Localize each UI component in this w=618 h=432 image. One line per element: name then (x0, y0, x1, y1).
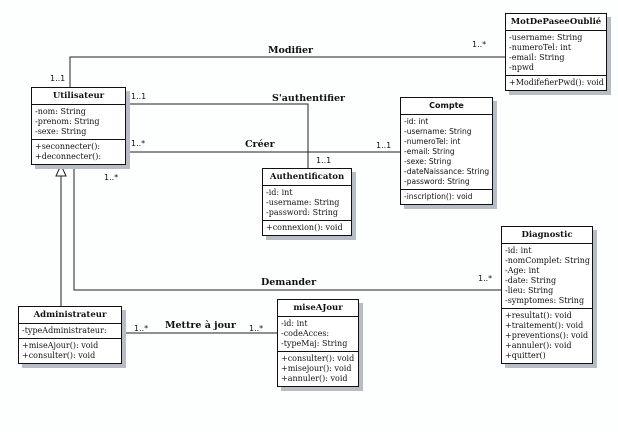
method: +traitement(): void (505, 321, 584, 330)
class-utilisateur[interactable]: Utilisateur -nom: String -prenom: String… (31, 87, 126, 165)
attribute: -username: String (404, 127, 472, 136)
method-list: +resultat(): void +traitement(): void +p… (502, 308, 592, 363)
method-list: -inscription(): void (401, 189, 492, 204)
attribute: -numeroTel: int (404, 137, 461, 146)
attribute: -sexe: String (35, 127, 87, 136)
attribute: -numeroTel: int (509, 43, 572, 52)
attribute: -prenom: String (35, 117, 100, 126)
attribute: -nom: String (35, 107, 86, 116)
attribute: -password: String (404, 177, 470, 186)
attribute: -date: String (505, 276, 557, 285)
attribute-list: -id: int -nomComplet: String -Age: int -… (502, 244, 592, 308)
class-name: Administrateur (19, 307, 121, 324)
attribute: -username: String (509, 33, 583, 42)
attribute: -dateNaissance: String (404, 167, 490, 176)
attribute-list: -username: String -numeroTel: int -email… (506, 31, 606, 75)
class-diagnostic[interactable]: Diagnostic -id: int -nomComplet: String … (501, 226, 593, 364)
method: +seconnecter(): (35, 142, 101, 151)
attribute: -id: int (505, 246, 532, 255)
method: +annuler(): void (281, 374, 348, 383)
attribute: -email: String (404, 147, 455, 156)
method: +consulter(): void (22, 351, 96, 360)
method: +resultat(): void (505, 311, 572, 320)
multiplicity-auth-user: 1..1 (131, 92, 147, 101)
method: -inscription(): void (404, 192, 473, 201)
class-motdepaseeoublie[interactable]: MotDePaseeOublié -username: String -nume… (505, 13, 607, 91)
method-list: +ModifefierPwd(): void (506, 75, 606, 90)
demander-line (73, 164, 501, 291)
generalization-arrowhead (55, 163, 67, 177)
method: +miseAjour(): void (22, 341, 99, 350)
attribute: -typeMaj: String (281, 339, 348, 348)
class-name: Utilisateur (32, 88, 125, 105)
method: +deconnecter(): (35, 152, 102, 161)
attribute: -email: String (509, 53, 565, 62)
mettre-a-jour-label: Mettre à jour (165, 320, 236, 331)
method-list: +miseAjour(): void +consulter(): void (19, 338, 121, 363)
modifier-label: Modifier (268, 45, 314, 56)
attribute: -password: String (266, 208, 339, 217)
attribute: -id: int (266, 188, 293, 197)
multiplicity-modifier-user: 1..1 (50, 74, 66, 83)
attribute-list: -id: int -codeAcces: -typeMaj: String (278, 317, 358, 351)
attribute-list: -id: int -username: String -password: St… (263, 186, 351, 220)
attribute: -nomComplet: String (505, 256, 590, 265)
attribute-list: -typeAdministrateur: (19, 324, 121, 338)
multiplicity-demander-user: 1..* (104, 173, 119, 182)
class-name: miseAJour (278, 300, 358, 317)
method: +misejour(): void (281, 364, 352, 373)
multiplicity-creer-compte: 1..1 (376, 141, 392, 150)
attribute: -username: String (266, 198, 340, 207)
class-name: Authentificaton (263, 169, 351, 186)
attribute: -lieu: String (505, 286, 554, 295)
method: +ModifefierPwd(): void (509, 78, 604, 87)
method: +preventions(): void (505, 331, 589, 340)
sauthentifier-line (126, 103, 309, 168)
multiplicity-maj-maj: 1..* (249, 324, 264, 333)
method-list: +connexion(): void (263, 220, 351, 235)
attribute: -codeAcces: (281, 329, 330, 338)
multiplicity-creer-user: 1..* (131, 139, 146, 148)
class-miseajour[interactable]: miseAJour -id: int -codeAcces: -typeMaj:… (277, 299, 359, 387)
multiplicity-demander-diag: 1..* (478, 274, 493, 283)
attribute: -id: int (281, 319, 308, 328)
attribute: -npwd (509, 63, 534, 72)
class-administrateur[interactable]: Administrateur -typeAdministrateur: +mis… (18, 306, 122, 364)
multiplicity-maj-admin: 1..* (134, 324, 149, 333)
modifier-line (69, 56, 505, 87)
demander-label: Demander (261, 277, 317, 288)
multiplicity-modifier-mdp: 1..* (472, 40, 487, 49)
method: +consulter(): void (281, 354, 355, 363)
attribute: -sexe: String (404, 157, 452, 166)
class-compte[interactable]: Compte -id: int -username: String -numer… (400, 97, 493, 205)
method-list: +seconnecter(): +deconnecter(): (32, 139, 125, 164)
method: +quitter() (505, 351, 546, 360)
attribute: -typeAdministrateur: (22, 326, 107, 335)
method: +connexion(): void (266, 223, 343, 232)
class-authentificaton[interactable]: Authentificaton -id: int -username: Stri… (262, 168, 352, 236)
attribute-list: -id: int -username: String -numeroTel: i… (401, 115, 492, 189)
multiplicity-auth-auth: 1..1 (316, 156, 332, 165)
attribute-list: -nom: String -prenom: String -sexe: Stri… (32, 105, 125, 139)
attribute: -symptomes: String (505, 296, 585, 305)
method: +annuler(): void (505, 341, 572, 350)
method-list: +consulter(): void +misejour(): void +an… (278, 351, 358, 386)
attribute: -id: int (404, 117, 429, 126)
class-name: Compte (401, 98, 492, 115)
sauthentifier-label: S'authentifier (272, 93, 346, 104)
creer-label: Créer (245, 139, 275, 150)
attribute: -Age: int (505, 266, 540, 275)
class-name: Diagnostic (502, 227, 592, 244)
class-name: MotDePaseeOublié (506, 14, 606, 31)
